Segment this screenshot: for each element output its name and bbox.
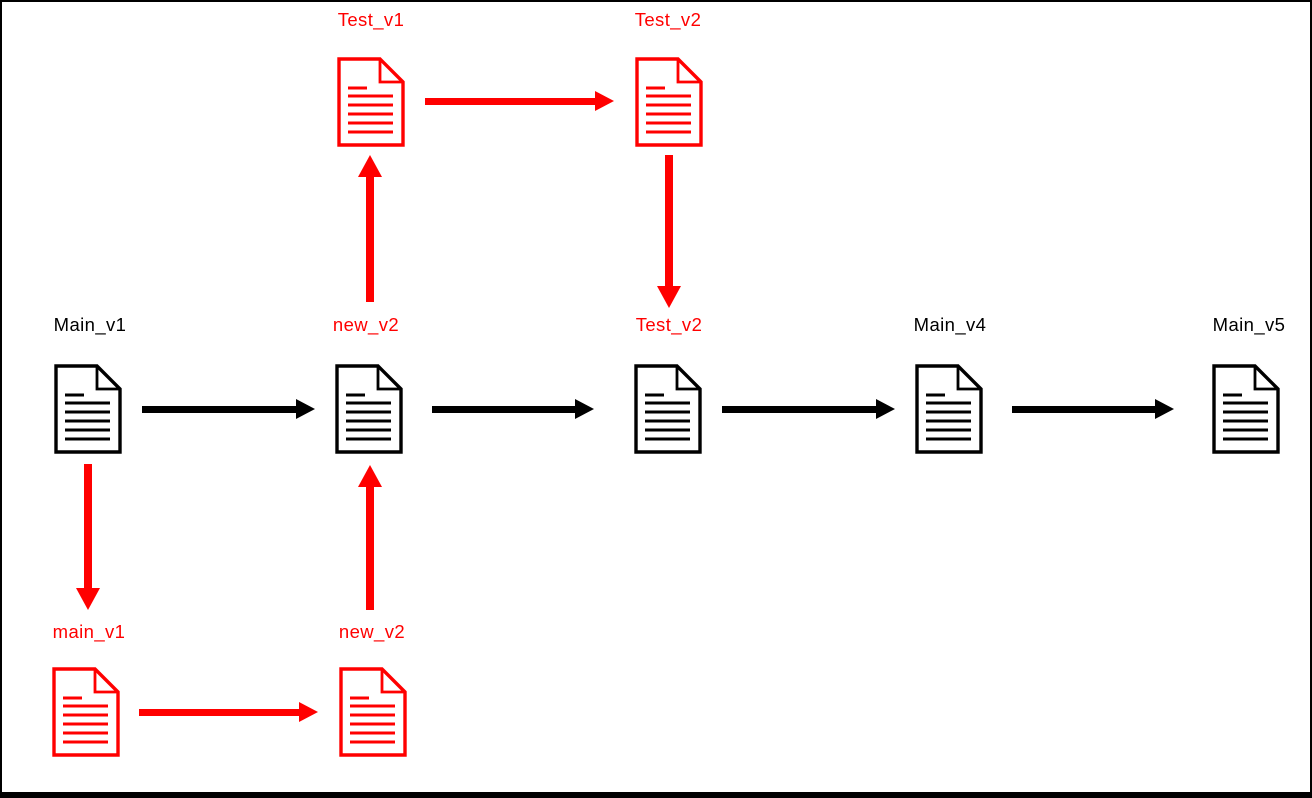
version-label: Main_v5 [1212, 314, 1286, 335]
version-label: new_v2 [332, 314, 400, 335]
red-document-icon [635, 57, 703, 147]
version-label: new_v2 [338, 621, 406, 642]
version-label: Test_v1 [337, 9, 405, 30]
black-document-icon [1212, 364, 1280, 454]
version-label: main_v1 [52, 621, 126, 642]
version-label: Test_v2 [634, 9, 702, 30]
black-document-icon [915, 364, 983, 454]
red-document-icon [337, 57, 405, 147]
black-document-icon [54, 364, 122, 454]
red-document-icon [52, 667, 120, 757]
black-document-icon [335, 364, 403, 454]
version-label: Test_v2 [635, 314, 703, 335]
black-document-icon [634, 364, 702, 454]
version-label: Main_v4 [913, 314, 987, 335]
red-document-icon [339, 667, 407, 757]
version-label: Main_v1 [53, 314, 127, 335]
